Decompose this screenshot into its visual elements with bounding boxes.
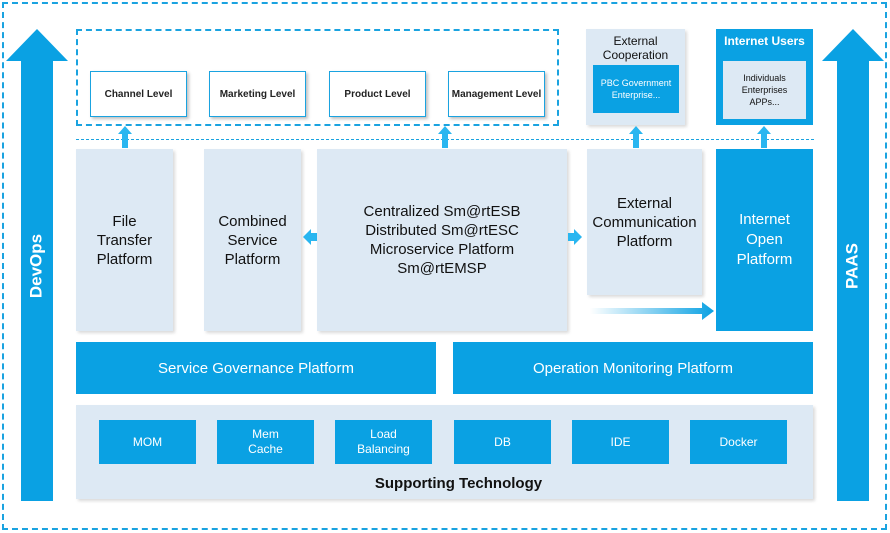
- level-group: [76, 29, 559, 126]
- tech-mem-cache: Mem Cache: [217, 420, 314, 464]
- internet-users-line1: Individuals: [743, 73, 786, 83]
- supporting-technology-title: Supporting Technology: [374, 474, 543, 492]
- level-marketing: Marketing Level: [209, 71, 306, 117]
- external-cooperation-partners-line2: Enterprise...: [611, 90, 661, 100]
- tech-load-balancing-line1: Load: [370, 427, 397, 441]
- file-transfer-platform: File Transfer Platform: [76, 149, 173, 331]
- external-cooperation-partners-line1: PBC Government: [600, 78, 672, 88]
- external-cooperation-partners: PBC Government Enterprise...: [593, 65, 679, 113]
- level-product: Product Level: [329, 71, 426, 117]
- devops-label: DevOps: [26, 234, 45, 298]
- tech-load-balancing-line2: Balancing: [357, 442, 410, 456]
- tech-mem-cache-line2: Cache: [248, 442, 283, 456]
- external-cooperation-title: External Cooperation: [586, 33, 685, 63]
- tech-docker: Docker: [690, 420, 787, 464]
- combined-service-platform: Combined Service Platform: [204, 149, 301, 331]
- file-transfer-line1: File: [112, 212, 137, 230]
- tech-ide-line1: IDE: [610, 434, 631, 449]
- external-cooperation-title-line2: Cooperation: [602, 48, 669, 62]
- external-comm-line2: Communication: [592, 213, 697, 231]
- combined-service-line2: Service: [227, 231, 278, 249]
- file-transfer-line3: Platform: [96, 250, 153, 268]
- external-communication-platform: External Communication Platform: [587, 149, 702, 295]
- up-arrow-icon: [629, 126, 643, 148]
- tech-ide: IDE: [572, 420, 669, 464]
- central-line3: Microservice Platform: [369, 241, 515, 258]
- right-arrow-icon: [568, 229, 582, 245]
- external-comm-line1: External: [616, 194, 673, 212]
- up-arrow-icon: [757, 126, 771, 148]
- tech-db: DB: [454, 420, 551, 464]
- left-arrow-icon: [303, 229, 317, 245]
- internet-open-line1: Internet: [739, 211, 790, 228]
- external-cooperation-title-line1: External: [613, 34, 658, 48]
- up-arrow-icon: [118, 126, 132, 148]
- gradient-arrow-icon: [590, 302, 714, 320]
- central-line2: Distributed Sm@rtESC: [365, 222, 519, 239]
- paas-arrow: [822, 29, 884, 501]
- service-governance-platform: Service Governance Platform: [76, 342, 436, 394]
- up-arrow-icon: [438, 126, 452, 148]
- devops-label-wrap: DevOps: [8, 222, 66, 322]
- tech-mom-line1: MOM: [132, 434, 163, 449]
- tech-mom: MOM: [99, 420, 196, 464]
- tech-db-line1: DB: [494, 434, 511, 449]
- internet-users-title: Internet Users: [724, 34, 805, 48]
- central-line1: Centralized Sm@rtESB: [363, 203, 521, 220]
- external-comm-line3: Platform: [616, 232, 673, 250]
- paas-label-wrap: PAAS: [824, 222, 882, 322]
- devops-arrow: [6, 29, 68, 501]
- internet-open-platform: Internet Open Platform: [716, 149, 813, 331]
- central-bus-platform: Centralized Sm@rtESB Distributed Sm@rtES…: [317, 149, 567, 331]
- internet-open-line3: Platform: [736, 251, 793, 268]
- tech-load-balancing: Load Balancing: [335, 420, 432, 464]
- internet-open-line2: Open: [746, 231, 783, 248]
- central-line4: Sm@rtEMSP: [397, 260, 487, 277]
- operation-monitoring-platform: Operation Monitoring Platform: [453, 342, 813, 394]
- combined-service-line1: Combined: [218, 212, 287, 230]
- internet-users-line2: Enterprises: [741, 85, 788, 95]
- paas-label: PAAS: [842, 243, 861, 289]
- level-channel: Channel Level: [90, 71, 187, 117]
- internet-users-list: Individuals Enterprises APPs...: [723, 61, 806, 119]
- file-transfer-line2: Transfer: [96, 231, 153, 249]
- tech-docker-line1: Docker: [719, 434, 758, 449]
- internet-users-line3: APPs...: [749, 97, 780, 107]
- tech-mem-cache-line1: Mem: [252, 427, 279, 441]
- combined-service-line3: Platform: [224, 250, 281, 268]
- level-management: Management Level: [448, 71, 545, 117]
